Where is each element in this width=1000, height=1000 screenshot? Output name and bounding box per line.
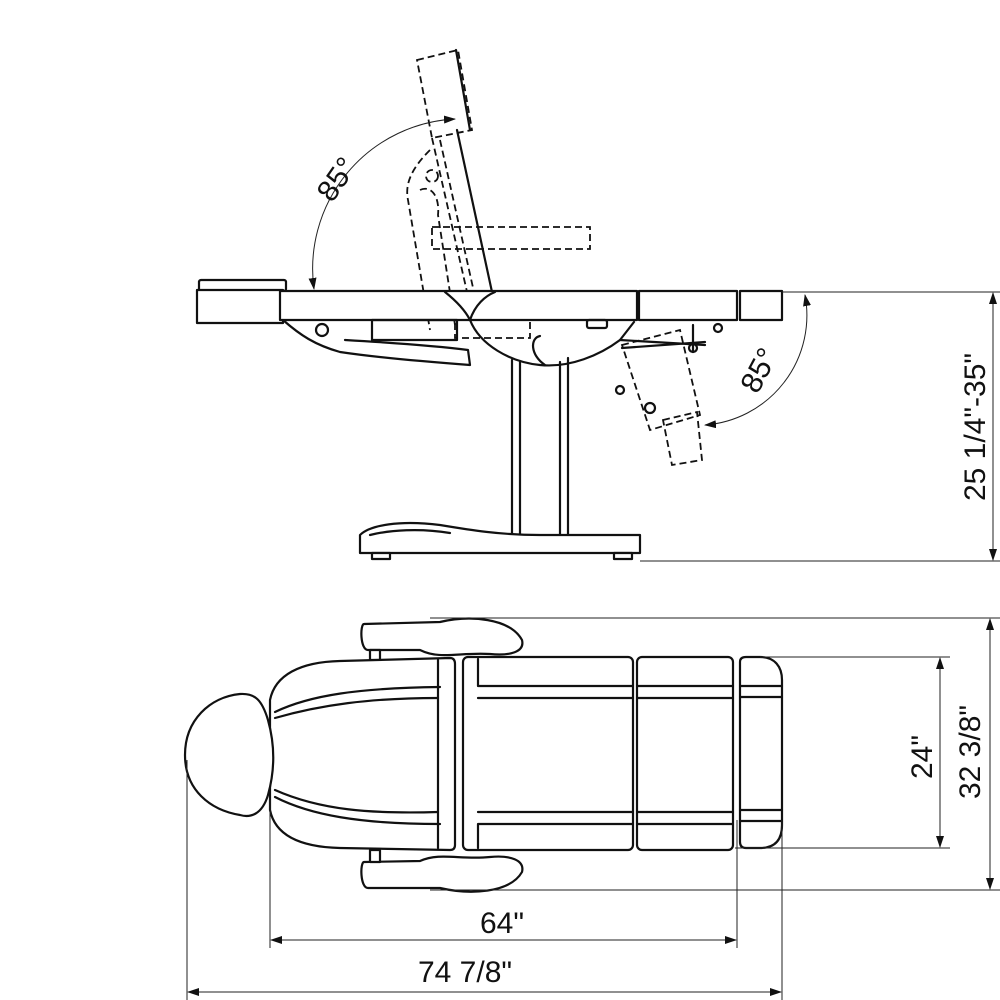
- seat-length-label: 64": [480, 907, 524, 940]
- height-label: 25 1/4"-35": [959, 353, 992, 501]
- back-section: [268, 656, 457, 852]
- headrest: [195, 288, 285, 325]
- backrest-angle-arc: [308, 115, 456, 290]
- armrest-bottom: [360, 855, 524, 893]
- base-foot-right: [612, 551, 634, 561]
- raised-backrest-outline: [406, 48, 494, 331]
- seat-section: [461, 655, 635, 852]
- backrest-angle-label: 85°: [311, 152, 364, 208]
- headrest-top: [183, 692, 275, 818]
- raised-armrest-outline: [431, 226, 591, 250]
- top-view: 24" 32 3/8" 64" 74 7/8": [183, 617, 1000, 1000]
- side-view: 85°: [195, 48, 1000, 562]
- legrest-angle-arc: [704, 294, 811, 429]
- armrest-bracket-top: [368, 648, 382, 662]
- armrest-bracket-bottom: [368, 848, 382, 864]
- column: [510, 356, 570, 537]
- armrest-top: [360, 617, 524, 657]
- leg-section-top: [635, 655, 735, 852]
- base-foot-left: [370, 551, 392, 561]
- overall-length-label: 74 7/8": [418, 956, 512, 989]
- foot-section: [738, 289, 784, 322]
- base: [358, 521, 642, 555]
- leg-section: [637, 289, 739, 322]
- overall-width-label: 32 3/8": [954, 705, 987, 799]
- seat-width-label: 24": [906, 735, 939, 779]
